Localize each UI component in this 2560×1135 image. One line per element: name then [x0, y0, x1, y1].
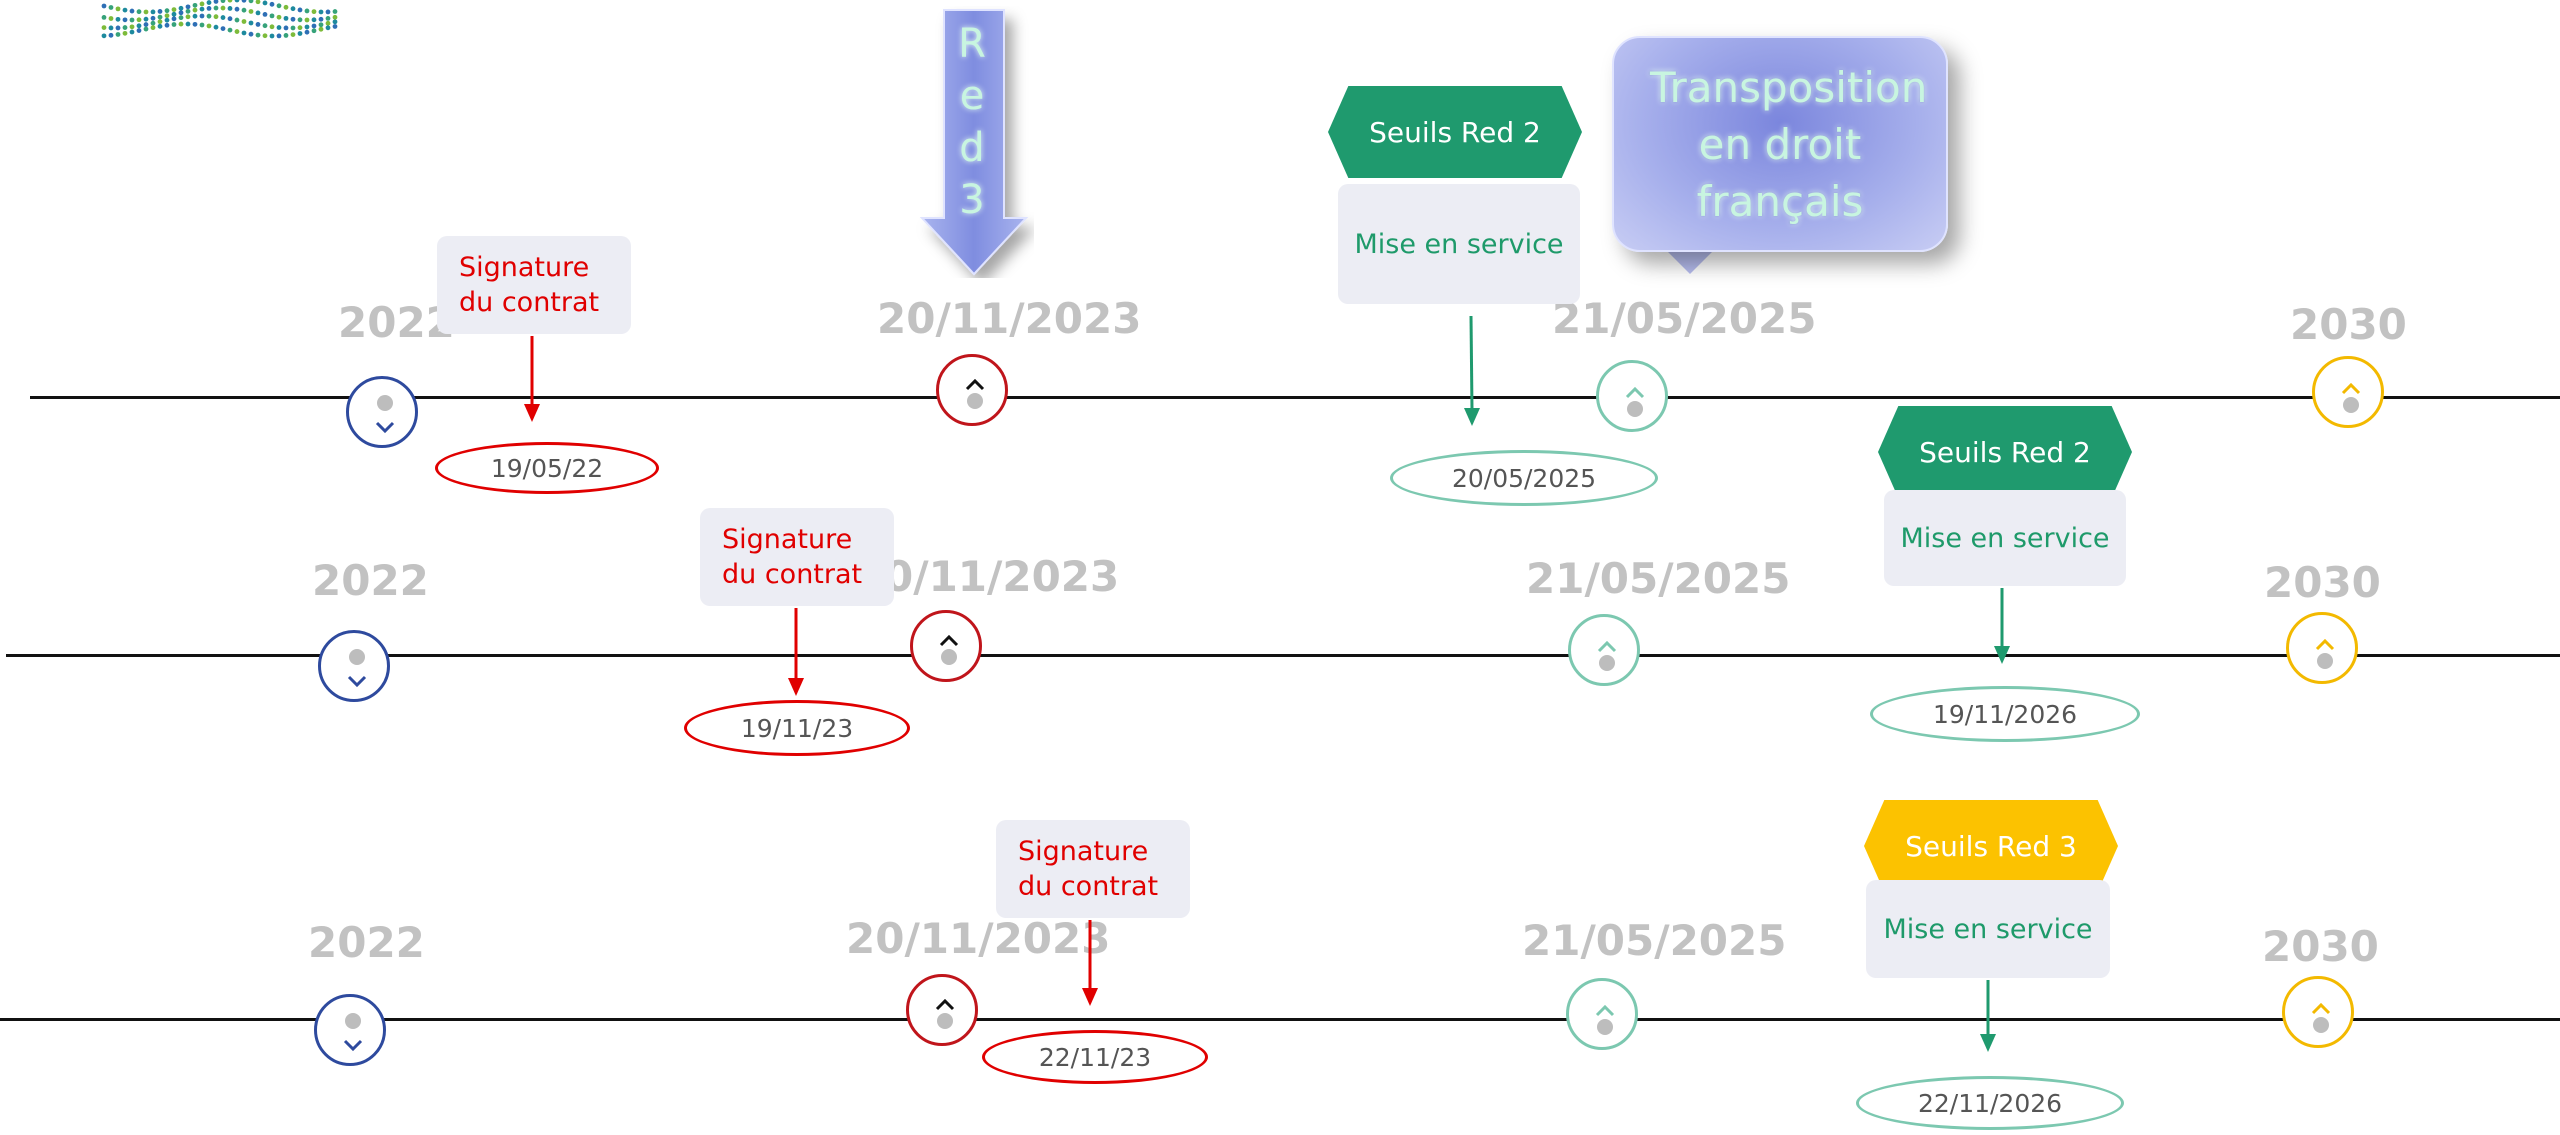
- timeline-marker-red: [936, 354, 1008, 426]
- mise-en-service-label: Mise en service: [1354, 228, 1564, 260]
- timeline-marker-teal: [1596, 360, 1668, 432]
- red3-letter: R: [958, 21, 986, 67]
- signature-arrow: [524, 336, 540, 422]
- year-label: 21/05/2025: [1526, 554, 1791, 603]
- mise-en-service-box: Mise en service: [1866, 880, 2110, 978]
- signature-date-oval: 22/11/23: [982, 1030, 1208, 1084]
- mise-en-service-box: Mise en service: [1884, 490, 2126, 586]
- year-label: 2030: [2264, 558, 2381, 607]
- chevron-down-icon: [375, 421, 395, 434]
- signature-line1: Signature: [459, 252, 590, 283]
- year-label: 21/05/2025: [1552, 294, 1817, 343]
- year-label: 2022: [308, 918, 425, 967]
- signature-line2: du contrat: [722, 559, 863, 590]
- chevron-up-icon: [2311, 1002, 2331, 1015]
- year-label: 21/05/2025: [1522, 916, 1787, 965]
- red3-letter: d: [959, 125, 985, 171]
- year-label: 0/11/2023: [884, 552, 1120, 601]
- signature-arrow: [788, 608, 804, 696]
- signature-date-oval: 19/05/22: [435, 442, 659, 494]
- dotted-wave-logo: [101, 0, 338, 39]
- speech-bubble-text: Transposition en droit français: [1650, 62, 1928, 226]
- seuils-badge: Seuils Red 3: [1864, 800, 2118, 892]
- mise-en-service-arrow: [1464, 315, 1480, 426]
- mise-en-service-arrow: [1994, 588, 2010, 664]
- signature-line2: du contrat: [1018, 871, 1159, 902]
- seuils-badge: Seuils Red 2: [1878, 406, 2132, 498]
- chevron-up-icon: [935, 998, 955, 1011]
- chevron-down-icon: [347, 675, 367, 688]
- mise-en-service-box: Mise en service: [1338, 184, 1580, 304]
- red3-letter: 3: [959, 177, 985, 223]
- chevron-up-icon: [1597, 640, 1617, 653]
- chevron-up-icon: [1595, 1004, 1615, 1017]
- year-label: 2022: [312, 556, 429, 605]
- signature-callout: Signature du contrat: [996, 820, 1190, 918]
- year-label: 2030: [2290, 300, 2407, 349]
- signature-line2: du contrat: [459, 287, 600, 318]
- year-label: 2022: [338, 298, 455, 347]
- chevron-up-icon: [2341, 382, 2361, 395]
- year-label: 2030: [2262, 922, 2379, 971]
- year-label: 20/11/2023: [877, 294, 1142, 343]
- chevron-up-icon: [2315, 638, 2335, 651]
- chevron-up-icon: [1625, 386, 1645, 399]
- timeline-marker-blue: [318, 630, 390, 702]
- timeline-marker-red: [910, 610, 982, 682]
- timeline-marker-yellow: [2312, 356, 2384, 428]
- mise-en-service-date-oval: 20/05/2025: [1390, 450, 1658, 506]
- timeline-line: [30, 396, 2560, 399]
- chevron-up-icon: [939, 634, 959, 647]
- timeline-marker-teal: [1568, 614, 1640, 686]
- timeline-line: [0, 1018, 2560, 1021]
- timeline-marker-yellow: [2286, 612, 2358, 684]
- signature-date-oval: 19/11/23: [684, 700, 910, 756]
- timeline-marker-blue: [346, 376, 418, 448]
- seuils-badge: Seuils Red 2: [1328, 86, 1582, 178]
- timeline-line: [6, 654, 2560, 657]
- year-label: 20/11/2023: [846, 914, 1111, 963]
- red3-letter: e: [959, 73, 985, 119]
- speech-bubble-transposition: Transposition en droit français: [1612, 36, 1948, 252]
- signature-callout: Signature du contrat: [700, 508, 894, 606]
- red3-label: R e d 3: [944, 18, 1000, 226]
- signature-arrow: [1082, 920, 1098, 1006]
- timeline-marker-blue: [314, 994, 386, 1066]
- signature-line1: Signature: [1018, 836, 1149, 867]
- signature-callout: Signature du contrat: [437, 236, 631, 334]
- mise-en-service-label: Mise en service: [1883, 913, 2093, 945]
- red3-arrow-banner: [919, 9, 1029, 276]
- mise-en-service-date-oval: 22/11/2026: [1856, 1076, 2124, 1130]
- signature-line1: Signature: [722, 524, 853, 555]
- chevron-up-icon: [965, 378, 985, 391]
- chevron-down-icon: [343, 1039, 363, 1052]
- timeline-marker-red: [906, 974, 978, 1046]
- timeline-marker-teal: [1566, 978, 1638, 1050]
- mise-en-service-date-oval: 19/11/2026: [1870, 686, 2140, 742]
- mise-en-service-label: Mise en service: [1900, 522, 2110, 554]
- timeline-marker-yellow: [2282, 976, 2354, 1048]
- mise-en-service-arrow: [1980, 980, 1996, 1052]
